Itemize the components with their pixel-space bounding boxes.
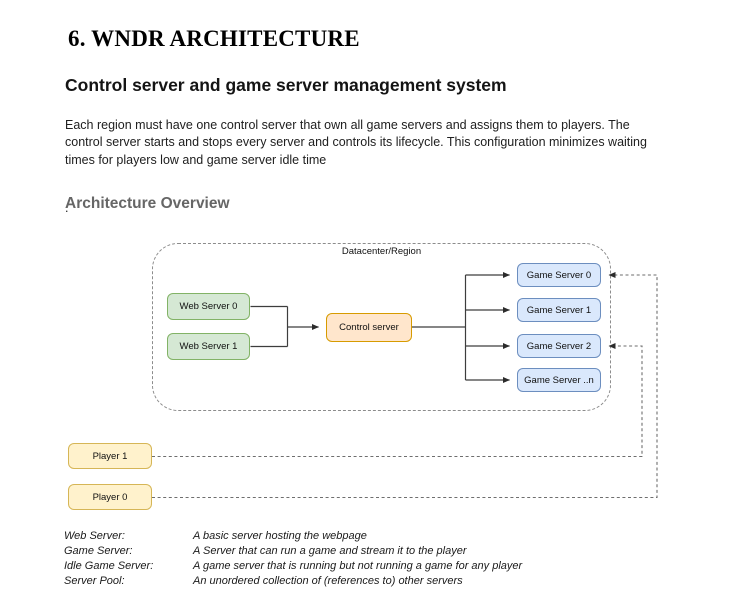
node-label: Game Server ..n (524, 374, 594, 386)
node-label: Player 1 (92, 450, 128, 462)
node-player-0: Player 0 (68, 484, 152, 510)
node-game-server-0: Game Server 0 (517, 263, 601, 287)
section-heading: Architecture Overview (65, 194, 230, 212)
body-paragraph: Each region must have one control server… (65, 117, 647, 167)
node-player-1: Player 1 (68, 443, 152, 469)
stray-period: . (65, 201, 69, 215)
glossary-definition: A game server that is running but not ru… (193, 560, 523, 572)
glossary-definition: A basic server hosting the webpage (193, 530, 367, 542)
datacenter-region-label: Datacenter/Region (341, 246, 422, 257)
node-label: Web Server 0 (179, 301, 238, 312)
glossary-term: Web Server: (64, 530, 125, 542)
node-label: Game Server 0 (526, 269, 592, 281)
node-game-server-1: Game Server 1 (517, 298, 601, 322)
node-web-server-0: Web Server 0 (167, 293, 250, 320)
glossary-definition: A Server that can run a game and stream … (193, 545, 467, 557)
glossary-row: Server Pool: An unordered collection of (… (64, 574, 522, 589)
node-label: Web Server 1 (179, 341, 238, 352)
glossary: Web Server: A basic server hosting the we… (64, 529, 522, 589)
node-label: Game Server 2 (526, 340, 592, 352)
doc-subtitle: Control server and game server managemen… (65, 74, 507, 95)
glossary-term: Game Server: (64, 545, 133, 557)
glossary-row: Idle Game Server: A game server that is r… (64, 559, 522, 574)
page-title: 6. WNDR ARCHITECTURE (68, 26, 360, 52)
node-label: Control server (339, 322, 399, 333)
glossary-row: Web Server: A basic server hosting the we… (64, 529, 522, 544)
glossary-term: Server Pool: (64, 575, 125, 587)
glossary-definition: An unordered collection of (references t… (193, 575, 463, 587)
node-label: Game Server 1 (526, 304, 592, 316)
node-label: Player 0 (92, 491, 128, 503)
node-game-server-2: Game Server 2 (517, 334, 601, 358)
glossary-term: Idle Game Server: (64, 560, 154, 572)
node-web-server-1: Web Server 1 (167, 333, 250, 360)
node-game-server-n: Game Server ..n (517, 368, 601, 392)
node-control-server: Control server (326, 313, 412, 342)
glossary-row: Game Server: A Server that can run a game… (64, 544, 522, 559)
